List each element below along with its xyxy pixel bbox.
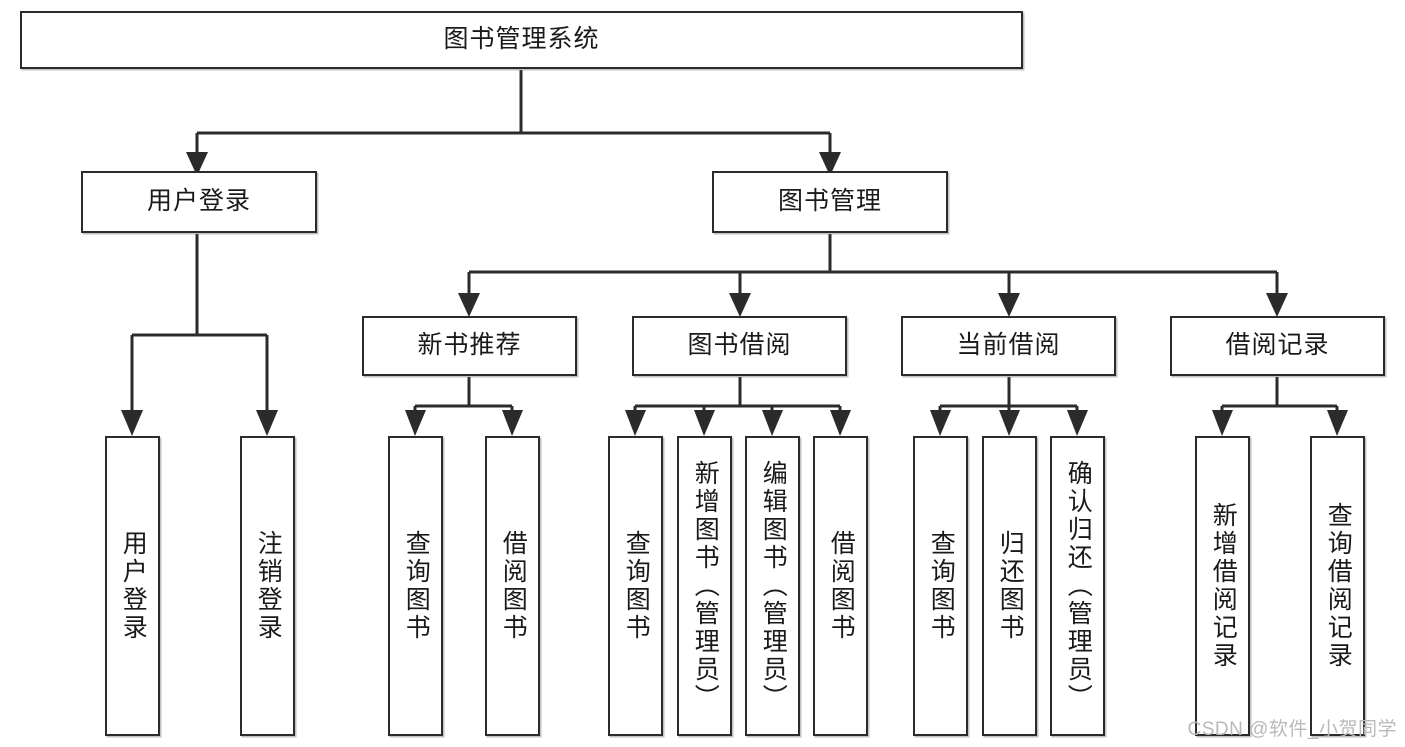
leaf-edit-book-label: 编辑图书（管理员）: [759, 460, 788, 712]
leaf-add-book[interactable]: 新增图书（管理员）: [677, 436, 732, 736]
node-current-borrow[interactable]: 当前借阅: [901, 316, 1116, 376]
leaf-return-book-label: 归还图书: [996, 530, 1025, 642]
watermark: CSDN @软件_小贺同学: [1187, 719, 1397, 740]
node-current-borrow-label: 当前借阅: [956, 331, 1061, 360]
leaf-user-login-label: 用户登录: [119, 530, 148, 642]
node-user-login-label: 用户登录: [146, 187, 251, 216]
leaf-borrow-book-2-label: 借阅图书: [827, 530, 856, 642]
leaf-query-book-2-label: 查询图书: [622, 530, 651, 642]
node-user-login[interactable]: 用户登录: [81, 171, 317, 233]
leaf-return-book[interactable]: 归还图书: [982, 436, 1037, 736]
leaf-add-book-label: 新增图书（管理员）: [691, 460, 720, 712]
leaf-add-record[interactable]: 新增借阅记录: [1195, 436, 1250, 736]
leaf-user-logout-label: 注销登录: [254, 530, 283, 642]
leaf-query-book-1[interactable]: 查询图书: [388, 436, 443, 736]
leaf-query-record[interactable]: 查询借阅记录: [1310, 436, 1365, 736]
node-new-book-recommend[interactable]: 新书推荐: [362, 316, 577, 376]
node-book-borrow-label: 图书借阅: [687, 331, 792, 360]
leaf-edit-book[interactable]: 编辑图书（管理员）: [745, 436, 800, 736]
node-borrow-record[interactable]: 借阅记录: [1170, 316, 1385, 376]
leaf-query-book-3-label: 查询图书: [927, 530, 956, 642]
leaf-confirm-return-label: 确认归还（管理员）: [1064, 460, 1093, 712]
leaf-borrow-book-1[interactable]: 借阅图书: [485, 436, 540, 736]
node-root[interactable]: 图书管理系统: [20, 11, 1023, 69]
node-root-label: 图书管理系统: [443, 25, 600, 54]
leaf-query-book-3[interactable]: 查询图书: [913, 436, 968, 736]
leaf-query-book-1-label: 查询图书: [402, 530, 431, 642]
leaf-borrow-book-2[interactable]: 借阅图书: [813, 436, 868, 736]
leaf-confirm-return[interactable]: 确认归还（管理员）: [1050, 436, 1105, 736]
node-book-management-label: 图书管理: [777, 187, 882, 216]
node-borrow-record-label: 借阅记录: [1225, 331, 1330, 360]
leaf-borrow-book-1-label: 借阅图书: [499, 530, 528, 642]
leaf-query-book-2[interactable]: 查询图书: [608, 436, 663, 736]
leaf-add-record-label: 新增借阅记录: [1209, 502, 1238, 670]
node-new-book-recommend-label: 新书推荐: [417, 331, 522, 360]
leaf-user-login[interactable]: 用户登录: [105, 436, 160, 736]
leaf-user-logout[interactable]: 注销登录: [240, 436, 295, 736]
node-book-borrow[interactable]: 图书借阅: [632, 316, 847, 376]
node-book-management[interactable]: 图书管理: [712, 171, 948, 233]
leaf-query-record-label: 查询借阅记录: [1324, 502, 1353, 670]
